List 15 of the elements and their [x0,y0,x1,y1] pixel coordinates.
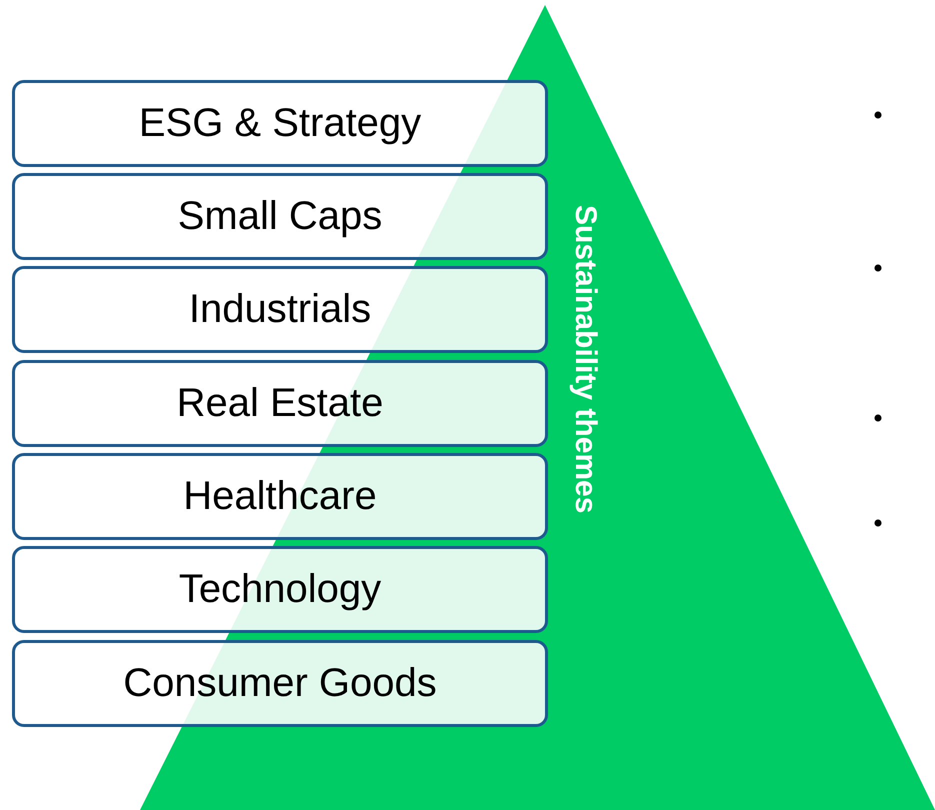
category-label: Healthcare [183,474,377,519]
category-label: Industrials [188,287,372,332]
category-label: Technology [178,567,382,612]
category-box [12,546,548,633]
category-label: Real Estate [176,381,384,426]
category-box [12,453,548,540]
pyramid-label: Sustainability themes [568,205,603,514]
category-box [12,360,548,447]
category-box [12,266,548,353]
category-box [12,80,548,167]
category-box [12,640,548,727]
category-label: Small Caps [178,194,382,239]
category-label: ESG & Strategy [138,101,422,146]
category-box [12,173,548,260]
category-label: Consumer Goods [123,661,437,706]
